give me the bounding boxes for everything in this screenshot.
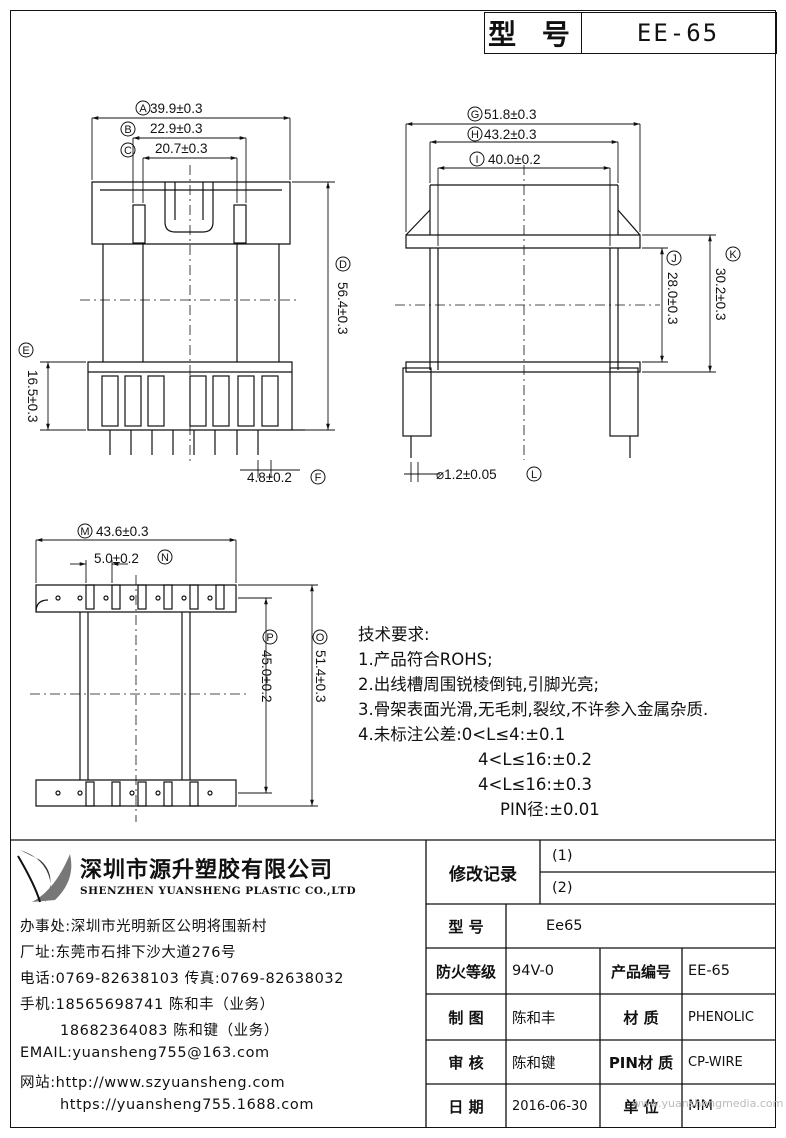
dim-f-text: 4.8±0.2 bbox=[247, 470, 292, 485]
side-view bbox=[402, 184, 641, 458]
circle-c: C bbox=[124, 145, 132, 157]
circle-p: P bbox=[266, 632, 273, 644]
requirement-2: 2.出线槽周围锐棱倒钝,引脚光亮; bbox=[358, 675, 600, 694]
model-label: 型 号 bbox=[448, 917, 484, 936]
unit-label: 单 位 bbox=[623, 1097, 659, 1116]
dim-d-text: 56.4±0.3 bbox=[335, 282, 350, 334]
tolerance-line-2: 4<L≤16:±0.2 bbox=[478, 750, 592, 769]
dim-j-text: 28.0±0.3 bbox=[665, 272, 680, 324]
dim-l-text: ⌀1.2±0.05 bbox=[436, 467, 497, 482]
pin-material-value: CP-WIRE bbox=[688, 1054, 743, 1070]
drawn-by-value: 陈和丰 bbox=[512, 1010, 556, 1027]
checked-by-value: 陈和键 bbox=[512, 1055, 556, 1072]
circle-j: J bbox=[671, 253, 677, 265]
checked-by-label: 审 核 bbox=[448, 1053, 484, 1072]
requirement-3: 3.骨架表面光滑,无毛刺,裂纹,不许参入金属杂质. bbox=[358, 700, 709, 719]
header-model: EE-65 bbox=[580, 12, 777, 54]
phone-fax: 电话:0769-82638103 传真:0769-82638032 bbox=[20, 971, 345, 987]
requirement-1: 1.产品符合ROHS; bbox=[358, 650, 493, 669]
dim-e-text: 16.5±0.3 bbox=[25, 370, 40, 422]
revision-row-2: (2) bbox=[552, 880, 573, 896]
dim-g-text: 51.8±0.3 bbox=[484, 107, 536, 122]
pin-material-label: PIN材 质 bbox=[608, 1053, 674, 1072]
dim-h-text: 43.2±0.3 bbox=[484, 127, 536, 142]
revision-label: 修改记录 bbox=[449, 864, 517, 885]
circle-k: K bbox=[729, 249, 737, 261]
circle-i: I bbox=[475, 154, 478, 166]
date-value: 2016-06-30 bbox=[512, 1098, 588, 1114]
requirements-title: 技术要求: bbox=[358, 625, 430, 644]
circle-d: D bbox=[339, 259, 347, 271]
dim-p-text: 45.0±0.2 bbox=[259, 650, 274, 702]
dim-k-text: 30.2±0.3 bbox=[713, 268, 728, 320]
company-name-cn: 深圳市源升塑胶有限公司 bbox=[80, 857, 334, 883]
circle-m: M bbox=[80, 526, 89, 538]
fire-rating-label: 防火等级 bbox=[435, 962, 496, 981]
company-name-en: SHENZHEN YUANSHENG PLASTIC CO.,LTD bbox=[80, 885, 357, 897]
circle-b: B bbox=[124, 124, 131, 136]
product-no-label: 产品编号 bbox=[610, 962, 671, 981]
factory-address: 厂址:东莞市石排下沙大道276号 bbox=[20, 945, 237, 961]
circle-e: E bbox=[22, 345, 29, 357]
product-no-value: EE-65 bbox=[688, 963, 731, 979]
unit-value: MM bbox=[688, 1098, 714, 1114]
circle-o: O bbox=[316, 632, 325, 644]
circle-l: L bbox=[531, 469, 537, 481]
front-view bbox=[87, 181, 305, 455]
dim-i-text: 40.0±0.2 bbox=[488, 152, 540, 167]
material-label: 材 质 bbox=[623, 1008, 659, 1027]
date-label: 日 期 bbox=[448, 1097, 484, 1116]
bottom-view bbox=[35, 584, 237, 807]
dim-o-text: 51.4±0.3 bbox=[313, 650, 328, 702]
mobile-1: 手机:18565698741 陈和丰（业务） bbox=[20, 997, 275, 1013]
dim-a-text: 39.9±0.3 bbox=[150, 101, 202, 116]
circle-labels bbox=[18, 100, 741, 645]
circle-g: G bbox=[471, 109, 480, 121]
dim-n-text: 5.0±0.2 bbox=[94, 551, 139, 566]
company-logo bbox=[17, 850, 72, 903]
material-value: PHENOLIC bbox=[688, 1009, 754, 1025]
header-type-label: 型 号 bbox=[484, 12, 582, 54]
title-block-grid bbox=[10, 839, 776, 1128]
website-1: 网站:http://www.szyuansheng.com bbox=[20, 1075, 286, 1091]
circle-n: N bbox=[161, 552, 169, 564]
drawing-frame bbox=[10, 10, 776, 1128]
model-value: Ee65 bbox=[546, 918, 583, 934]
office-address: 办事处:深圳市光明新区公明将围新村 bbox=[20, 919, 268, 935]
watermark: www.yuanshengmedia.com bbox=[632, 1097, 784, 1110]
revision-row-1: (1) bbox=[552, 848, 573, 864]
dim-b-text: 22.9±0.3 bbox=[150, 121, 202, 136]
mobile-2: 18682364083 陈和键（业务） bbox=[60, 1023, 279, 1039]
circle-f: F bbox=[315, 472, 322, 484]
technical-requirements: 技术要求: 1.产品符合ROHS; 2.出线槽周围锐棱倒钝,引脚光亮; 3.骨架… bbox=[358, 622, 708, 822]
requirement-4: 4.未标注公差:0<L≤4:±0.1 bbox=[358, 725, 566, 744]
dim-m-text: 43.6±0.3 bbox=[96, 524, 148, 539]
circle-h: H bbox=[471, 129, 479, 141]
circle-a: A bbox=[139, 103, 147, 115]
website-2: https://yuansheng755.1688.com bbox=[60, 1097, 315, 1113]
drawn-by-label: 制 图 bbox=[448, 1008, 484, 1027]
tolerance-line-3: 4<L≤16:±0.3 bbox=[478, 775, 592, 794]
pin-tolerance: PIN径:±0.01 bbox=[500, 800, 600, 819]
email: EMAIL:yuansheng755@163.com bbox=[20, 1045, 270, 1061]
dim-c-text: 20.7±0.3 bbox=[155, 141, 207, 156]
fire-rating-value: 94V-0 bbox=[512, 963, 554, 979]
